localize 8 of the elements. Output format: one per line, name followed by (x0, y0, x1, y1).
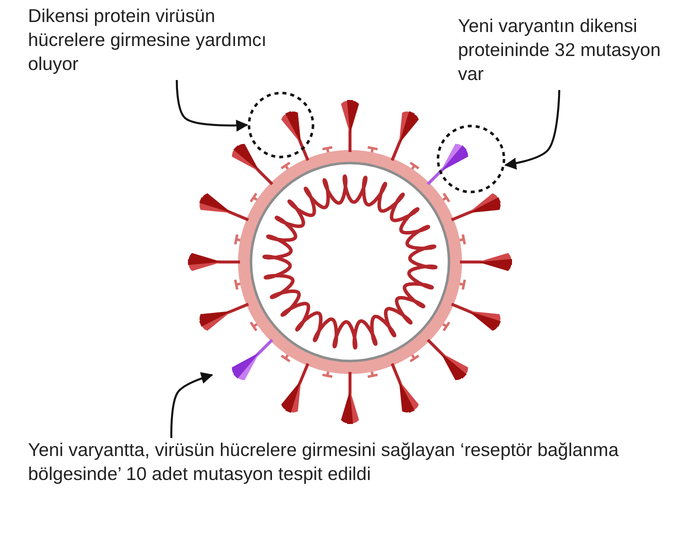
callout-text: Yeni varyantın dikensi proteininde 32 mutasyon var (458, 14, 662, 86)
arrow (504, 90, 560, 170)
arrow (170, 372, 214, 438)
highlight-circle (247, 91, 315, 159)
callout-text: Dikensi protein virüsün hücrelere girmesine yardımcı oluyor (28, 4, 268, 76)
arrow (176, 80, 248, 132)
callout-text: Yeni varyantta, virüsün hücrelere girmesini sağlayan ‘reseptör bağlanma bölgesinde’ 10 adet mutasyon tespit edildi (28, 438, 620, 486)
highlight-circle (436, 124, 506, 194)
